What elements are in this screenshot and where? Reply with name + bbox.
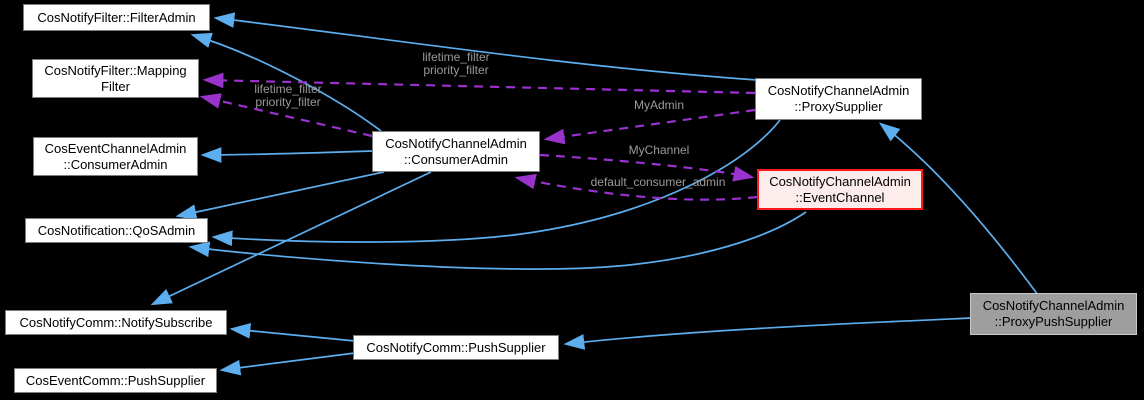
edge-inheritance-proxysupplier-filteradmin	[213, 12, 758, 81]
edge-usage-proxysupplier-mappingfilter	[202, 72, 756, 95]
node-coseventcomm-pushsupplier[interactable]: CosEventComm::PushSupplier	[14, 368, 217, 393]
node-cosnotifychanneladmin-proxysupplier[interactable]: CosNotifyChannelAdmin ::ProxySupplier	[755, 78, 922, 120]
node-label: CosEventChannelAdmin ::ConsumerAdmin	[44, 140, 187, 172]
edge-inheritance-consumeradmin-filteradmin	[190, 32, 382, 132]
node-cosnotifychanneladmin-eventchannel[interactable]: CosNotifyChannelAdmin ::EventChannel	[757, 169, 923, 210]
edge-label-lifetime-filter-consumer-admin: lifetime_filter priority_filter	[254, 82, 322, 109]
edge-usage-myadmin	[543, 108, 756, 145]
edge-inheritance-proxysupplier-qosadmin	[211, 119, 781, 247]
edge-label-myadmin: MyAdmin	[633, 98, 684, 112]
edge-usage-default-consumer-admin	[514, 173, 758, 201]
edge-inheritance-consumeradmin-qosadmin	[175, 171, 385, 220]
node-cosnotifycomm-notifysubscribe[interactable]: CosNotifyComm::NotifySubscribe	[5, 310, 227, 335]
edge-usage-mychannel	[539, 153, 755, 182]
node-label: CosNotifyFilter::FilterAdmin	[37, 9, 196, 25]
node-label: CosEventComm::PushSupplier	[25, 372, 206, 388]
node-cosnotifyfilter-filteradmin[interactable]: CosNotifyFilter::FilterAdmin	[23, 4, 210, 31]
node-label: CosNotification::QoSAdmin	[37, 222, 196, 238]
edge-inheritance-pushsupplier-coseventpushsupplier	[219, 352, 356, 376]
edge-inheritance-pushsupplier-notifysubscribe	[229, 322, 356, 342]
node-label: CosNotifyComm::PushSupplier	[366, 339, 546, 355]
edge-usage-consumeradmin-mappingfilter	[199, 93, 373, 138]
node-coseventchanneladmin-consumeradmin[interactable]: CosEventChannelAdmin ::ConsumerAdmin	[33, 137, 198, 176]
node-cosnotifyfilter-mappingfilter[interactable]: CosNotifyFilter::Mapping Filter	[32, 59, 199, 98]
node-cosnotifychanneladmin-consumeradmin[interactable]: CosNotifyChannelAdmin ::ConsumerAdmin	[372, 131, 540, 172]
edge-label-mychannel: MyChannel	[628, 143, 690, 157]
edge-label-lifetime-filter-proxy-supplier: lifetime_filter priority_filter	[422, 50, 490, 77]
edge-label-default-consumer-admin: default_consumer_admin	[590, 175, 726, 189]
node-label: CosNotifyChannelAdmin ::EventChannel	[769, 173, 911, 205]
node-label: CosNotifyChannelAdmin ::ProxyPushSupplie…	[982, 298, 1125, 329]
edge-inheritance-proxypushsupplier-proxysupplier	[878, 122, 1039, 296]
node-label: CosNotifyFilter::Mapping Filter	[44, 62, 187, 94]
edge-inheritance-consumeradmin-notifysubscribe	[150, 171, 432, 306]
edge-inheritance-consumeradmin-coseventconsumeradmin	[200, 147, 373, 163]
edge-inheritance-proxypushsupplier-pushsupplier	[563, 317, 973, 350]
node-label: CosNotifyComm::NotifySubscribe	[19, 314, 213, 330]
node-label: CosNotifyChannelAdmin ::ProxySupplier	[767, 83, 910, 114]
edge-inheritance-eventchannel-qosadmin	[188, 211, 807, 270]
node-label: CosNotifyChannelAdmin ::ConsumerAdmin	[385, 135, 527, 167]
node-cosnotifycomm-pushsupplier[interactable]: CosNotifyComm::PushSupplier	[353, 335, 559, 360]
node-cosnotification-qosadmin[interactable]: CosNotification::QoSAdmin	[25, 218, 208, 243]
node-cosnotifychanneladmin-proxypushsupplier-current: CosNotifyChannelAdmin ::ProxyPushSupplie…	[970, 293, 1137, 335]
